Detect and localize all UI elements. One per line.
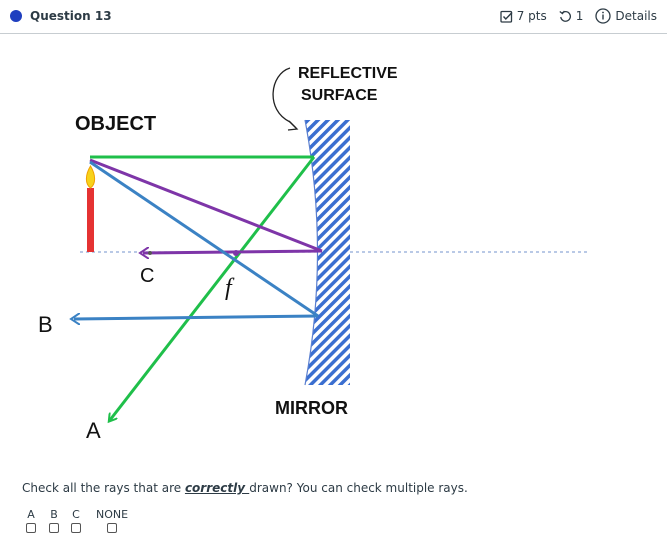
option-none-label: NONE: [96, 508, 129, 521]
mirror-hatching: [305, 120, 350, 385]
details-link[interactable]: Details: [615, 9, 657, 23]
reflective-label-1: REFLECTIVE: [298, 65, 398, 82]
attempts-count: 1: [575, 9, 584, 23]
option-a-label: A: [27, 508, 35, 521]
b-label: B: [38, 312, 53, 337]
ray-b-reflected: [74, 316, 319, 319]
option-b[interactable]: B: [49, 508, 59, 533]
question-header: Question 13 7 pts 1 Details: [0, 0, 667, 34]
focal-point: [233, 250, 239, 256]
ray-b-incident: [89, 160, 319, 318]
f-label: f: [225, 275, 235, 301]
mirror-label: MIRROR: [275, 398, 348, 418]
ray-diagram-svg: OBJECT REFLECTIVE SURFACE MIRROR C f B A: [38, 65, 590, 443]
candle-flame: [85, 165, 96, 189]
option-none[interactable]: NONE: [96, 508, 128, 533]
option-a-checkbox[interactable]: [26, 523, 36, 533]
a-label: A: [86, 418, 101, 443]
info-icon[interactable]: [595, 8, 612, 24]
attempts-icon[interactable]: [559, 10, 572, 23]
option-b-checkbox[interactable]: [49, 523, 59, 533]
question-title: Question 13: [30, 9, 112, 23]
question-meta: 7 pts 1 Details: [500, 8, 657, 24]
option-c[interactable]: C: [71, 508, 81, 533]
option-none-checkbox[interactable]: [107, 523, 118, 533]
points-text: 7 pts: [516, 9, 547, 23]
option-c-checkbox[interactable]: [71, 523, 81, 533]
option-b-label: B: [50, 508, 58, 521]
prompt-before: Check all the rays that are: [22, 481, 185, 495]
ray-a-reflected: [110, 156, 316, 420]
object-label: OBJECT: [75, 113, 156, 135]
c-label: C: [140, 265, 154, 287]
option-c-label: C: [72, 508, 80, 521]
question-status-dot: [10, 10, 22, 22]
mirror-ray-diagram: OBJECT REFLECTIVE SURFACE MIRROR C f B A: [0, 34, 667, 478]
question-prompt: Check all the rays that are correctly dr…: [22, 481, 468, 495]
points-icon: [500, 10, 513, 23]
prompt-emphasis: correctly: [184, 481, 250, 495]
reflective-pointer: [272, 67, 297, 129]
ray-c-incident: [89, 158, 323, 253]
ray-c-reflected: [143, 251, 323, 253]
center-point: [148, 251, 152, 255]
reflective-label-2: SURFACE: [301, 87, 378, 104]
prompt-after: drawn? You can check multiple rays.: [249, 481, 468, 495]
candle-body: [87, 188, 94, 252]
option-a[interactable]: A: [26, 508, 36, 533]
